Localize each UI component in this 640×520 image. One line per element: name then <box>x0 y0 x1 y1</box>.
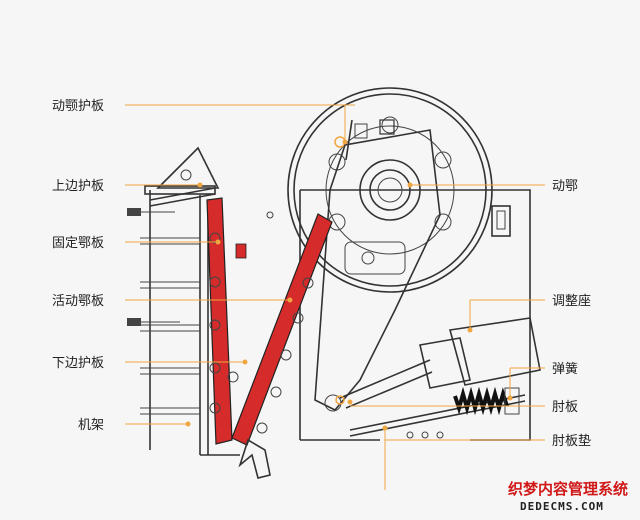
moving-jaw <box>314 129 441 411</box>
label-toggle-plate: 肘板 <box>552 400 578 415</box>
label-adjusting-seat: 调整座 <box>552 294 591 309</box>
upper-side-guard <box>149 146 220 207</box>
moving-jaw-plate <box>231 213 333 479</box>
label-frame: 机架 <box>78 418 104 433</box>
watermark-title: 织梦内容管理系统 <box>508 480 628 498</box>
fixed-jaw-plate <box>206 197 247 445</box>
watermark: 织梦内容管理系统 DEDECMS.COM <box>508 480 628 513</box>
label-toggle-pad: 肘板垫 <box>552 433 591 449</box>
label-moving-jaw-plate: 活动鄂板 <box>52 294 104 309</box>
flywheel <box>287 87 493 293</box>
watermark-domain: DEDECMS.COM <box>520 500 604 513</box>
label-moving-jaw-guard: 动颚护板 <box>52 99 104 114</box>
label-spring: 弹簧 <box>552 361 578 377</box>
label-moving-jaw: 动鄂 <box>552 179 578 194</box>
adjusting-seat <box>419 205 541 389</box>
label-upper-side-guard: 上边护板 <box>52 179 104 194</box>
leader-lines <box>125 104 545 490</box>
label-lower-side-guard: 下边护板 <box>52 356 104 371</box>
label-fixed-jaw-plate: 固定鄂板 <box>52 236 104 251</box>
frame <box>127 185 531 456</box>
toggle-plate <box>324 359 444 439</box>
